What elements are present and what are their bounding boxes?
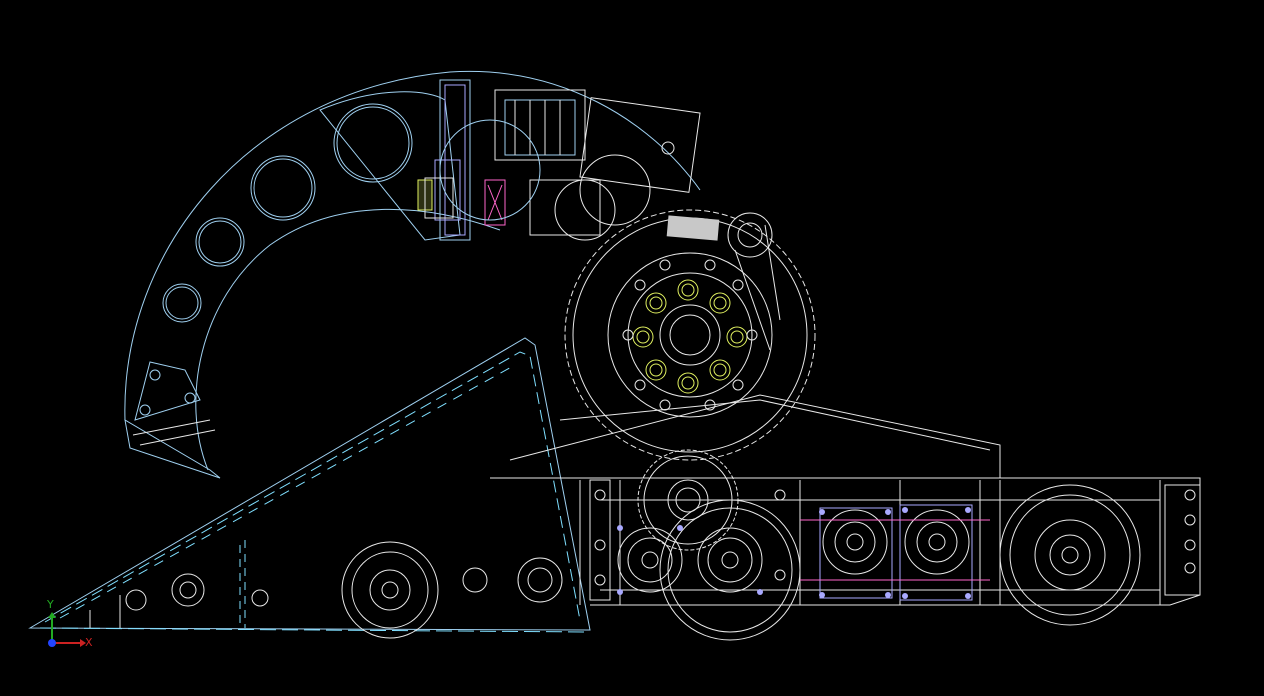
lifter-arm bbox=[124, 70, 701, 479]
chassis-frame bbox=[490, 394, 1201, 606]
axis-triad-icon[interactable] bbox=[48, 612, 86, 647]
drive-motors bbox=[617, 504, 990, 601]
arm-pivot-assembly bbox=[417, 79, 701, 241]
drive-wheels bbox=[341, 484, 1141, 641]
axis-y-label: Y bbox=[47, 598, 54, 611]
main-drive-gear bbox=[564, 209, 816, 461]
axis-x-label: X bbox=[85, 636, 93, 649]
front-wedge bbox=[28, 337, 591, 633]
